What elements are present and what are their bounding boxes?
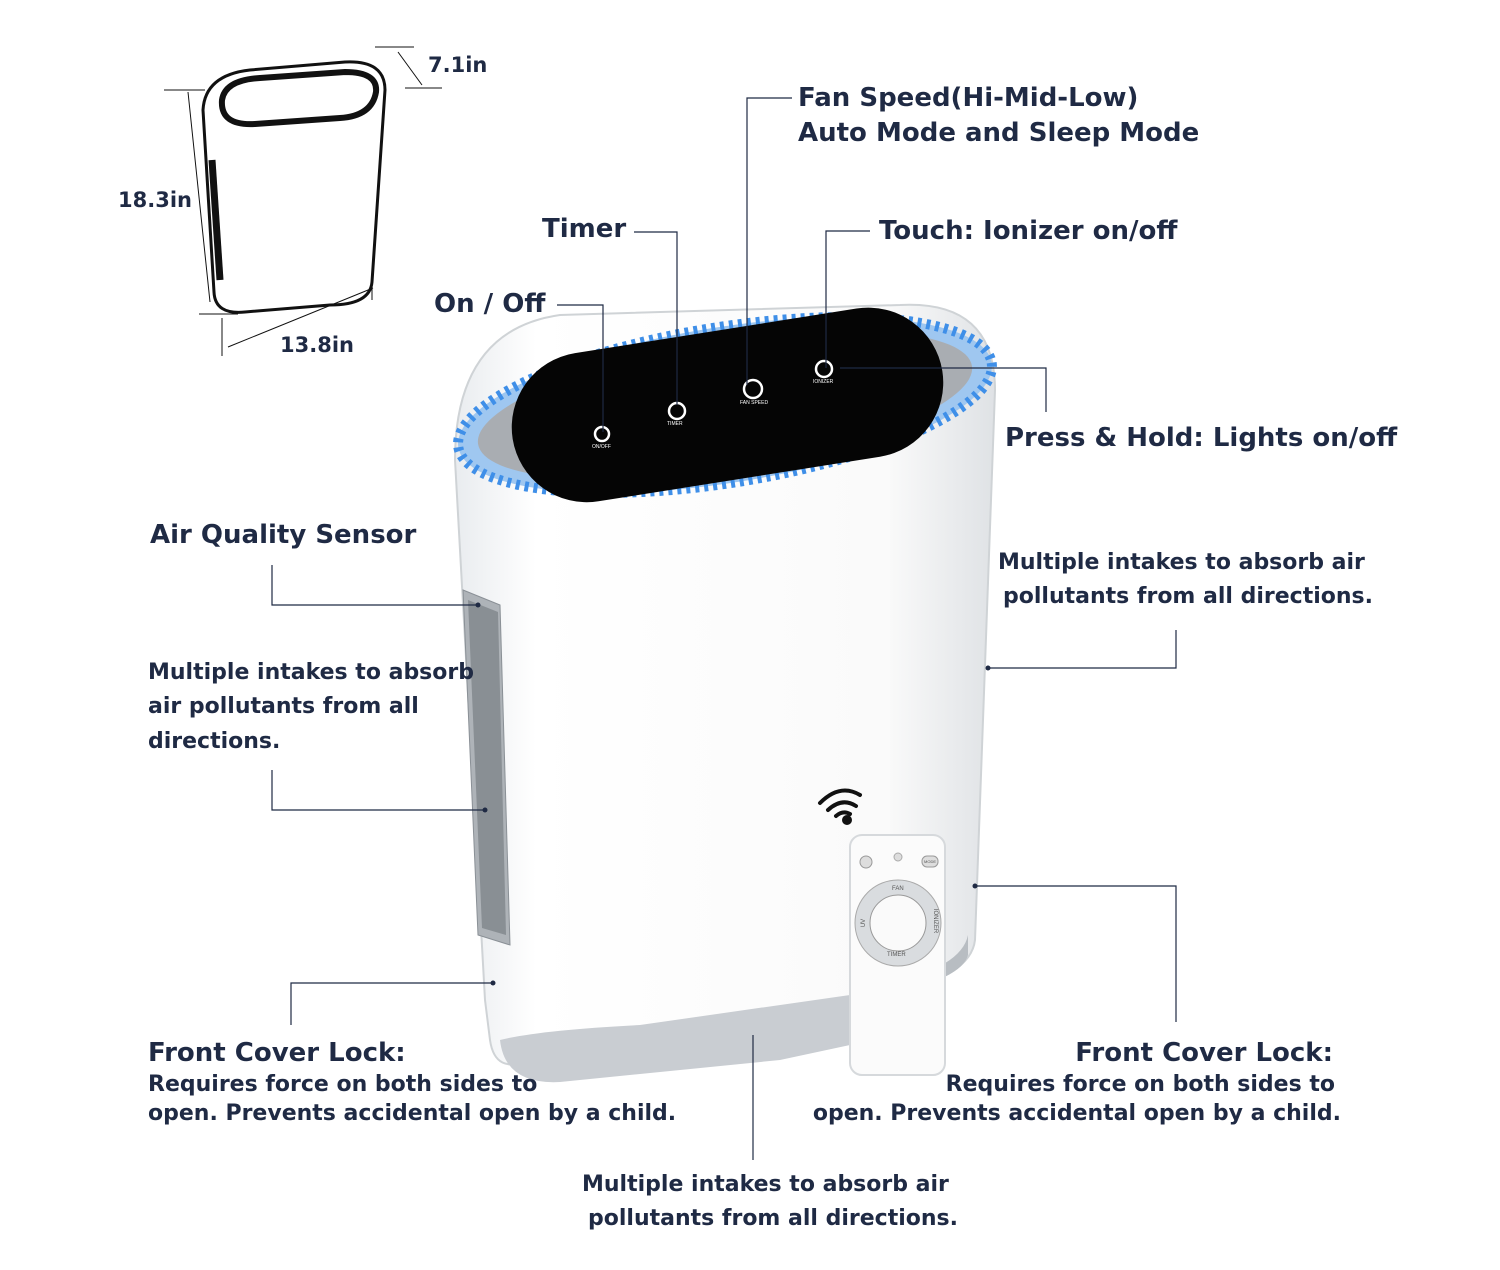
dimension-sketch	[164, 46, 442, 356]
remote-label-timer[interactable]: TIMER	[887, 952, 906, 958]
front-cover-right-title: Front Cover Lock:	[1075, 1038, 1333, 1068]
front-cover-right-line1: Requires force on both sides to	[945, 1072, 1335, 1097]
front-cover-left-title: Front Cover Lock:	[148, 1038, 406, 1068]
height-dimension: 18.3in	[118, 188, 192, 212]
ionizer-label: Touch: Ionizer on/off	[879, 216, 1178, 246]
fan-speed-label: Fan Speed(Hi-Mid-Low)	[798, 83, 1139, 113]
intake-right-line2: pollutants from all directions.	[1003, 584, 1373, 609]
width-dimension: 13.8in	[280, 333, 354, 357]
intake-left-line2: air pollutants from all	[148, 694, 419, 719]
remote-power-button	[859, 855, 873, 869]
timer-label: Timer	[542, 214, 627, 244]
power-icon	[593, 425, 611, 443]
air-quality-sensor-label: Air Quality Sensor	[150, 520, 417, 550]
remote-control	[849, 834, 946, 1076]
intake-left-line3: directions.	[148, 729, 281, 754]
front-cover-left-line2: open. Prevents accidental open by a chil…	[148, 1101, 677, 1126]
intake-left-line1: Multiple intakes to absorb	[148, 660, 474, 685]
remote-label-fan[interactable]: FAN	[892, 886, 904, 892]
front-cover-right-line2: open. Prevents accidental open by a chil…	[812, 1101, 1341, 1126]
wifi-icon	[818, 788, 862, 825]
remote-label-ionizer[interactable]: IONIZER	[932, 908, 939, 934]
remote-label-uv[interactable]: UV	[861, 918, 868, 928]
intake-bottom-line2: pollutants from all directions.	[588, 1206, 958, 1231]
mode-label: Auto Mode and Sleep Mode	[798, 118, 1200, 148]
panel-label-ionizer: IONIZER	[813, 379, 834, 385]
fan-speed-icon	[742, 378, 764, 400]
on-off-label: On / Off	[434, 289, 546, 319]
front-cover-left-line1: Requires force on both sides to	[148, 1072, 538, 1097]
intake-bottom-line1: Multiple intakes to absorb air	[582, 1172, 949, 1197]
remote-label-mode[interactable]: MODE	[924, 859, 936, 864]
depth-dimension: 7.1in	[428, 53, 488, 77]
lights-label: Press & Hold: Lights on/off	[1005, 423, 1398, 453]
leader-lines	[271, 97, 1177, 1160]
intake-right-line1: Multiple intakes to absorb air	[998, 550, 1365, 575]
ionizer-icon	[814, 359, 834, 379]
remote-mode-button	[921, 855, 939, 868]
panel-label-on-off: ON/OFF	[592, 444, 611, 450]
panel-label-fan-speed: FAN SPEED	[740, 400, 769, 406]
panel-label-timer: TIMER	[667, 421, 683, 427]
